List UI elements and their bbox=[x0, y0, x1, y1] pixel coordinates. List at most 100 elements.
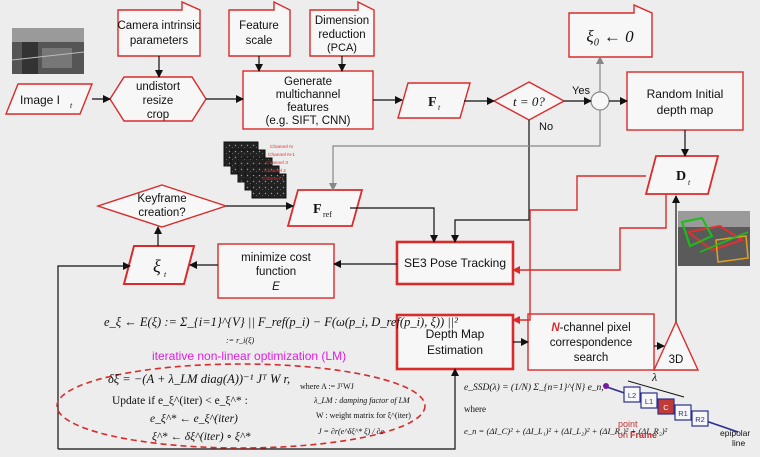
w-matrix: W : weight matrix for ξ^(iter) bbox=[316, 411, 411, 420]
undistort-box: undistort resize crop bbox=[109, 76, 207, 122]
keyframe-line1: Keyframe bbox=[137, 193, 186, 205]
fref-label: F bbox=[313, 202, 322, 217]
where2: where bbox=[464, 404, 486, 414]
undistort-line3: crop bbox=[147, 109, 169, 121]
point-label: point bbox=[618, 419, 638, 429]
dimension-reduction-line1: Dimension bbox=[315, 15, 369, 27]
no-label: No bbox=[539, 121, 553, 133]
channel-label: Channel 1 bbox=[262, 176, 284, 182]
point-on: on bbox=[618, 430, 628, 440]
residual-label: := r_i(ξ) bbox=[226, 336, 254, 345]
nchannel-text: -channel pixel bbox=[560, 322, 631, 334]
ft-label: F bbox=[428, 95, 437, 110]
fref-subscript: ref bbox=[323, 210, 332, 219]
energy-equation: e_ξ ← E(ξ) := Σ_{i=1}^{V} || F_ref(p_i) … bbox=[104, 315, 458, 345]
arrow-dt-to-depth bbox=[512, 175, 646, 324]
xit-label: ξ bbox=[153, 256, 161, 276]
epipolar-cell-c bbox=[657, 398, 675, 415]
black-arrows bbox=[57, 56, 689, 450]
merge-junction bbox=[590, 91, 610, 111]
epipolar-cell-label: L1 bbox=[645, 397, 653, 406]
channel-label: Channel 2 bbox=[264, 168, 286, 174]
ft-subscript: t bbox=[438, 103, 441, 112]
image-input-label: Image I bbox=[20, 93, 60, 107]
dimension-reduction-box: Dimension reduction (PCA) bbox=[309, 0, 375, 57]
xit-box: ξ t bbox=[122, 245, 196, 285]
epipolar-origin bbox=[603, 383, 609, 389]
arrow-no-to-se3 bbox=[451, 120, 530, 243]
channel-label: Channel N bbox=[270, 144, 293, 150]
arrow-fref-to-se3 bbox=[350, 207, 438, 243]
epipolar-cell-r2 bbox=[691, 410, 709, 427]
nchannel-n: N bbox=[551, 322, 560, 334]
arrow-loop-to-depth bbox=[58, 368, 459, 450]
channel-label: Channel 3 bbox=[266, 160, 288, 166]
nchannel-line1: N-channel pixel bbox=[551, 322, 630, 334]
yes-label: Yes bbox=[572, 85, 590, 97]
epipolar-word: epipolar bbox=[720, 428, 750, 438]
dimension-reduction-line2: reduction bbox=[318, 29, 365, 41]
epipolar-cell-label: C bbox=[663, 403, 669, 412]
nchannel-line2: correspondence bbox=[550, 337, 632, 349]
ft-box: F t bbox=[397, 82, 471, 119]
undistort-line1: undistort bbox=[136, 81, 181, 93]
camera-intrinsic-line1: Camera intrinsic bbox=[117, 20, 200, 32]
depth-est-line2: Estimation bbox=[427, 343, 483, 357]
camera-intrinsic-line2: parameters bbox=[130, 35, 188, 47]
epipolar-cell-label: L2 bbox=[628, 391, 636, 400]
minimize-cost-line1: minimize cost bbox=[241, 252, 311, 264]
red-arrows bbox=[512, 175, 667, 324]
jacobian: J = ∂r(e^δξ^* ξ) / ∂e bbox=[318, 427, 384, 436]
epipolar-cell-label: R2 bbox=[695, 415, 705, 424]
xi0-box: ξ₀ ← 0 bbox=[568, 3, 653, 58]
generate-features-line2: multichannel bbox=[276, 89, 341, 101]
delta-equation: δξ = −(A + λ_LM diag(A))⁻¹ Jᵀ W r, bbox=[108, 372, 290, 386]
lambda-dimension bbox=[627, 380, 685, 398]
lambda-label: λ bbox=[651, 370, 657, 384]
nchannel-line3: search bbox=[574, 352, 609, 364]
t-zero-decision: t = 0? bbox=[492, 81, 566, 121]
dt-label: D bbox=[676, 169, 686, 184]
lm-title: iterative non-linear optimization (LM) bbox=[152, 349, 346, 363]
keyframe-decision: Keyframe creation? bbox=[95, 184, 229, 228]
ssd-equations: e_SSD(λ) = (1/N) Σ_{n=1}^{N} e_n, where … bbox=[464, 382, 668, 436]
epipolar-cell-label: R1 bbox=[678, 409, 688, 418]
minimize-cost-line3: E bbox=[272, 281, 280, 293]
lm-ellipse bbox=[56, 363, 426, 449]
lambda-lm: λ_LM : damping factor of LM bbox=[313, 396, 411, 405]
random-depth-line2: depth map bbox=[657, 103, 714, 117]
lm-equations: δξ = −(A + λ_LM diag(A))⁻¹ Jᵀ W r, Updat… bbox=[108, 372, 411, 443]
image-input-subscript: t bbox=[70, 101, 73, 110]
energy-formula: e_ξ ← E(ξ) := Σ_{i=1}^{V} || F_ref(p_i) … bbox=[104, 315, 458, 329]
depth-estimation-box: Depth Map Estimation bbox=[395, 313, 515, 371]
channel-label: Channel N-1 bbox=[268, 152, 295, 158]
dt-box: D t bbox=[644, 155, 720, 195]
input-image-thumbnail bbox=[11, 28, 85, 74]
epipolar-cell-l2 bbox=[623, 386, 641, 403]
frame-label: Frame bbox=[630, 430, 657, 440]
dt-subscript: t bbox=[688, 178, 691, 187]
update-e: e_ξ^* ← e_ξ^(iter) bbox=[150, 412, 238, 425]
minimize-cost-box: minimize cost function E bbox=[217, 243, 335, 299]
update-if: Update if e_ξ^(iter) < e_ξ^* : bbox=[112, 395, 248, 407]
e-ssd: e_SSD(λ) = (1/N) Σ_{n=1}^{N} e_n, bbox=[464, 382, 604, 393]
arrow-dt-to-se3 bbox=[512, 194, 667, 274]
se3-tracking-box: SE3 Pose Tracking bbox=[395, 240, 515, 286]
undistort-line2: resize bbox=[143, 95, 174, 107]
e-n: e_n = (ΔI_C)² + (ΔI_L₁)² + (ΔI_L₂)² + (Δ… bbox=[464, 426, 668, 436]
nchannel-search-box: N-channel pixel correspondence search bbox=[527, 313, 655, 371]
feature-scale-line2: scale bbox=[246, 35, 273, 47]
image-input-box: Image I t bbox=[4, 83, 94, 115]
dimension-reduction-line3: (PCA) bbox=[327, 42, 357, 54]
depth-map-thumbnail bbox=[678, 211, 750, 266]
generate-features-line4: (e.g. SIFT, CNN) bbox=[266, 115, 351, 127]
depth-est-line1: Depth Map bbox=[426, 327, 485, 341]
feature-scale-box: Feature scale bbox=[228, 0, 291, 57]
feature-scale-line1: Feature bbox=[239, 20, 279, 32]
epipolar-cell-l1 bbox=[640, 392, 658, 409]
random-depth-box: Random Initial depth map bbox=[626, 71, 744, 131]
arrow-junction-to-fref bbox=[329, 110, 601, 191]
